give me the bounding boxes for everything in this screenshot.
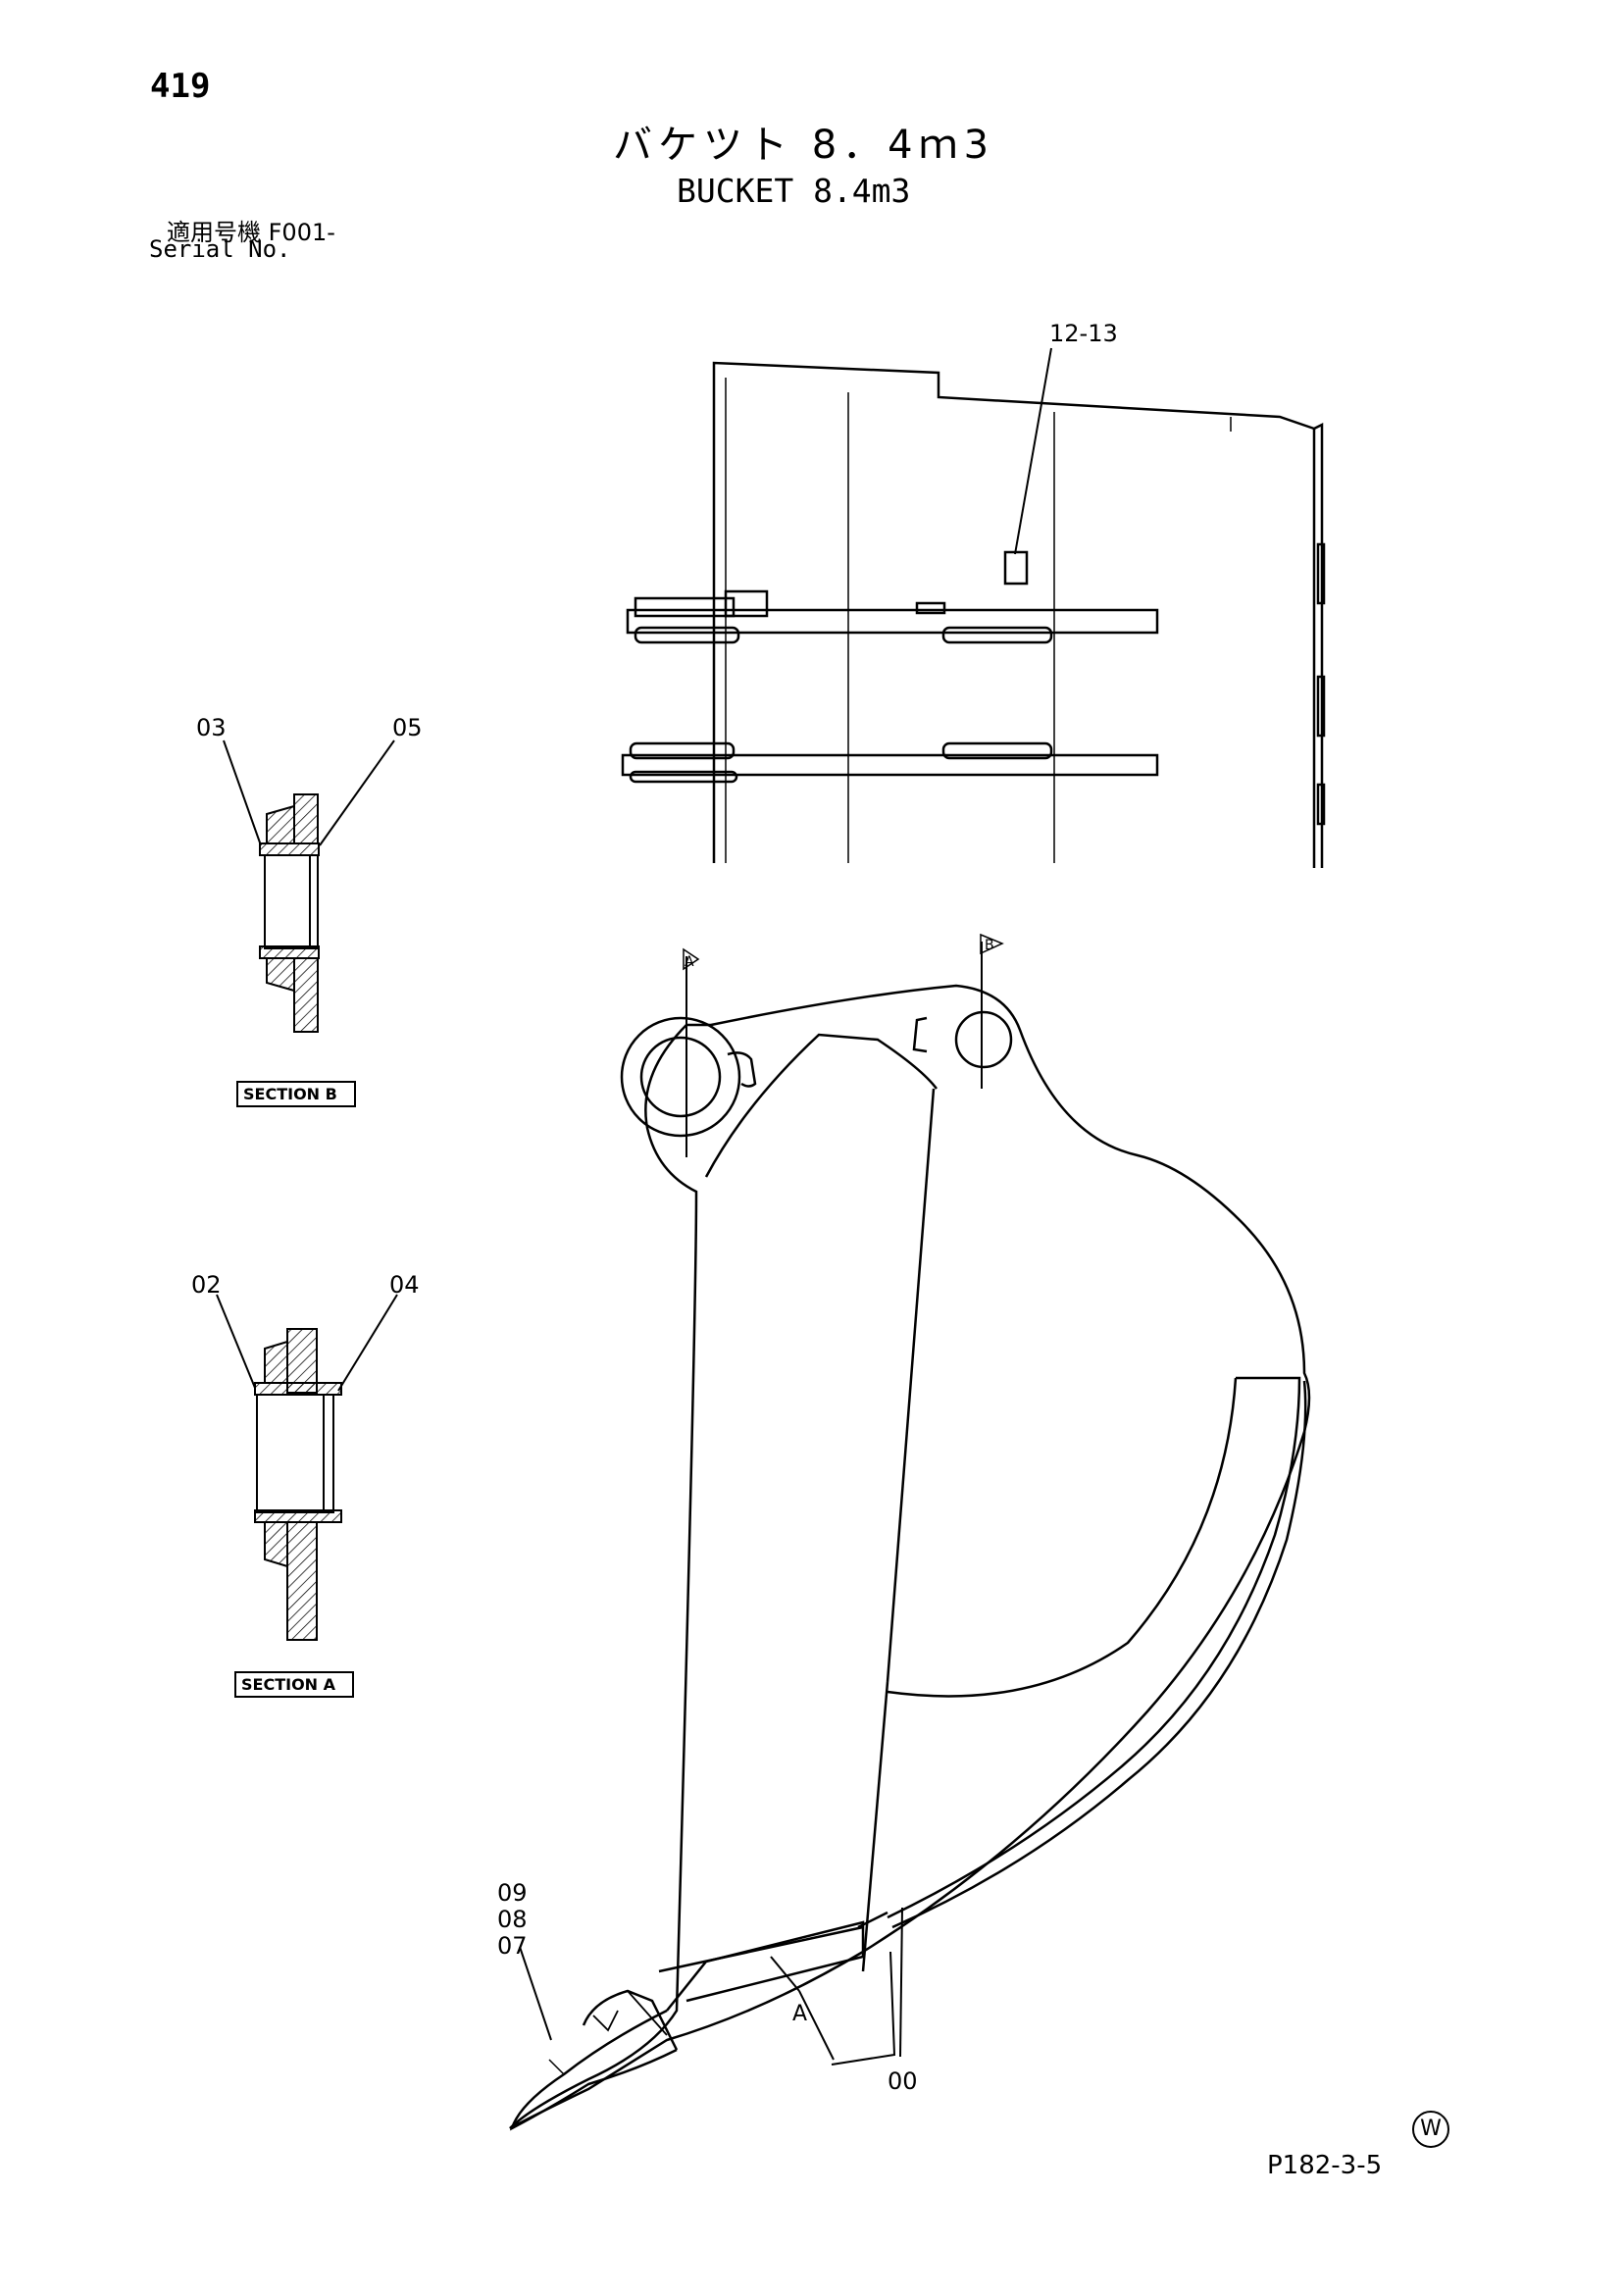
callout-09: 09 — [497, 1879, 528, 1907]
serial-label-english: Serial No. — [149, 235, 291, 263]
section-marker-a: A — [683, 947, 700, 1157]
callout-03: 03 — [196, 714, 227, 741]
section-b-detail: 03 05 SECTION B — [196, 714, 423, 1107]
leader-12-13 — [1014, 347, 1052, 555]
drawing-code: P182-3-5 — [1267, 2151, 1383, 2180]
title-japanese: バケツト 8．4ｍ3 — [613, 123, 995, 168]
bucket-top-view — [621, 361, 1326, 868]
callout-08: 08 — [497, 1906, 528, 1933]
title-english: BUCKET 8.4m3 — [677, 172, 911, 210]
section-marker-b: B — [980, 933, 1004, 1089]
section-a-detail: 02 04 SECTION A — [191, 1271, 420, 1698]
page-number: 419 — [150, 67, 211, 106]
section-b-label: SECTION B — [243, 1085, 337, 1103]
callout-00: 00 — [888, 2067, 918, 2095]
watermark-mark: W — [1412, 2111, 1449, 2148]
section-marker-a-label: A — [685, 954, 694, 970]
bucket-side-view — [509, 984, 1311, 2131]
section-marker-b-label: B — [985, 938, 994, 953]
callout-04: 04 — [389, 1271, 420, 1299]
callout-05: 05 — [392, 714, 423, 741]
callout-12-13: 12-13 — [1049, 320, 1118, 347]
callout-07: 07 — [497, 1932, 528, 1960]
callout-a-leader: A — [792, 2002, 807, 2026]
section-a-label: SECTION A — [241, 1675, 336, 1694]
callout-02: 02 — [191, 1271, 222, 1299]
bottom-leaders — [519, 1907, 903, 2066]
serial-label-japanese: 適用号機 F001- — [167, 219, 335, 246]
